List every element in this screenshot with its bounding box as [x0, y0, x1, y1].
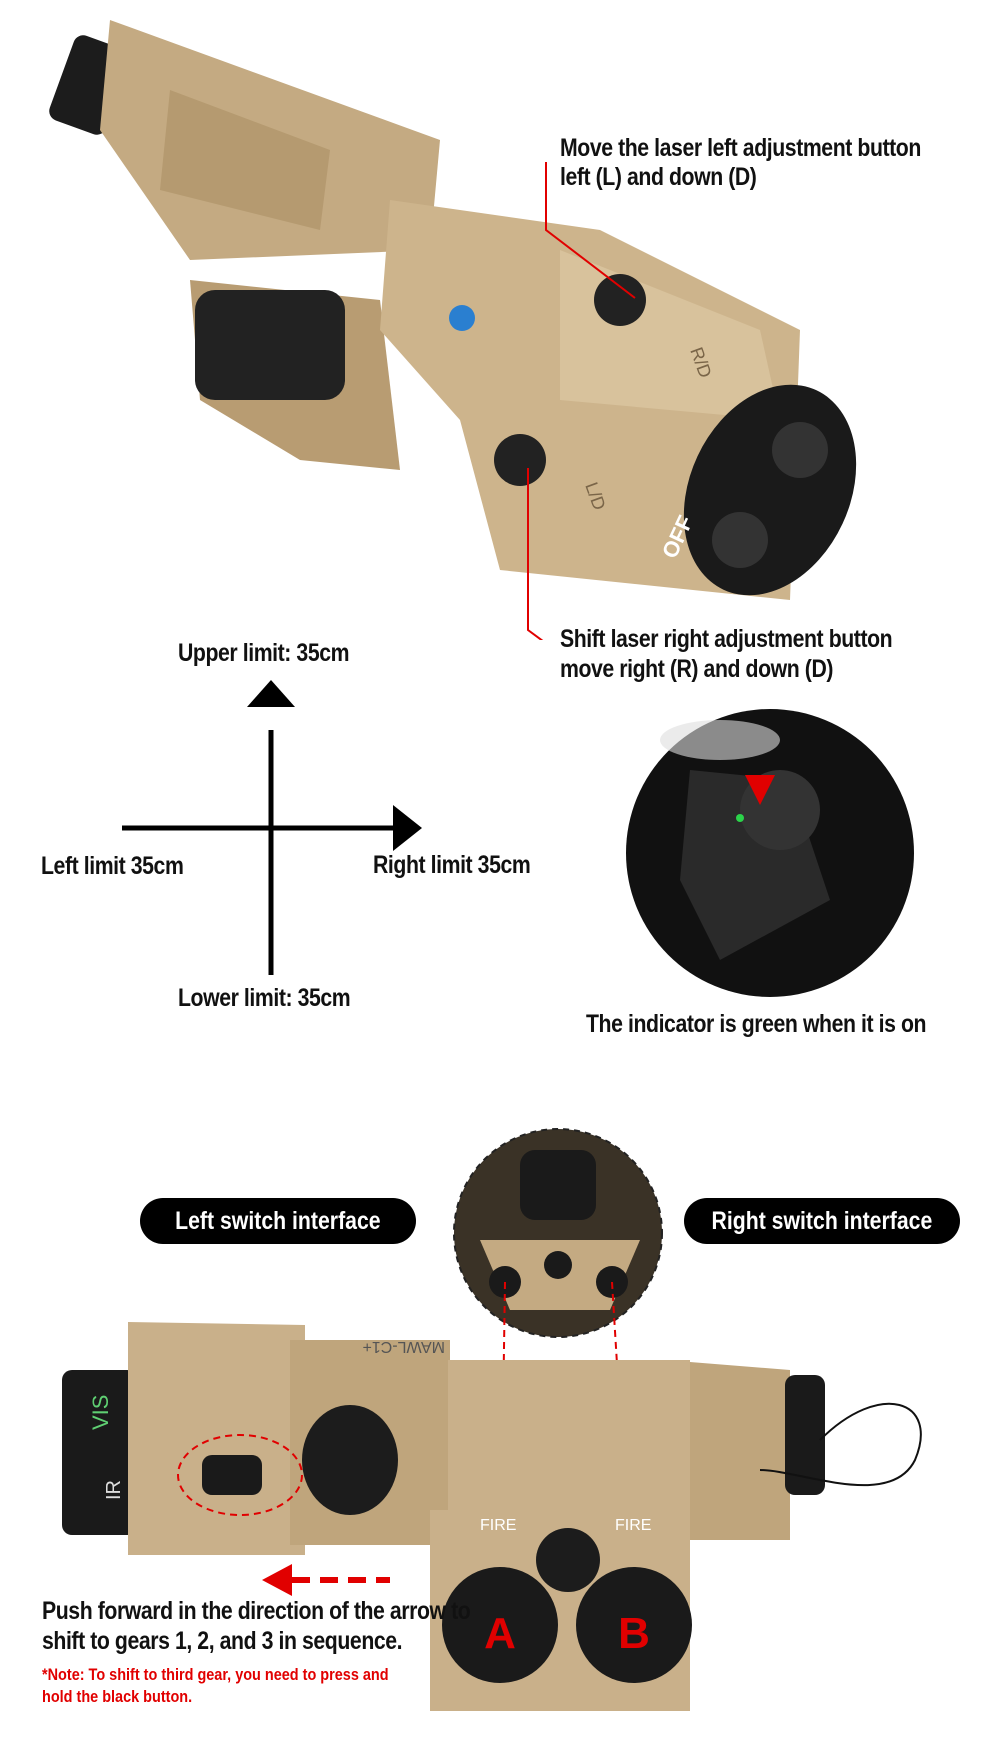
right-limit-label: Right limit 35cm [373, 851, 531, 879]
fire-left-label: FIRE [480, 1517, 516, 1534]
model-label: MAWL-C1+ [362, 1338, 445, 1355]
up-arrow-icon [247, 680, 295, 707]
vis-label: VIS [88, 1395, 113, 1430]
left-button-caption-line1: Move the laser left adjustment button [560, 134, 921, 162]
left-button-caption-line2: left (L) and down (D) [560, 163, 757, 191]
green-indicator-light [736, 814, 744, 822]
left-limit-label: Left limit 35cm [41, 852, 184, 880]
instruction-line2: shift to gears 1, 2, and 3 in sequence. [42, 1627, 403, 1655]
upper-limit-label: Upper limit: 35cm [178, 639, 350, 667]
right-switch-interface-label: Right switch interface [684, 1198, 960, 1244]
push-arrow-icon [262, 1564, 292, 1596]
instruction-line1: Push forward in the direction of the arr… [42, 1597, 471, 1625]
right-button-caption-line1: Shift laser right adjustment button [560, 625, 893, 653]
laser-device-photo: OFF R/D L/D [49, 20, 857, 640]
lower-limit-label: Lower limit: 35cm [178, 984, 351, 1012]
callout-line-left [545, 162, 636, 299]
right-button-caption-line2: move right (R) and down (D) [560, 655, 834, 683]
fire-right-label: FIRE [615, 1517, 651, 1534]
left-switch-interface-label: Left switch interface [140, 1198, 416, 1244]
callout-line-right [527, 468, 544, 640]
red-pointer-icon [745, 775, 775, 805]
button-b-label: B [618, 1609, 650, 1658]
ir-label: IR [103, 1480, 125, 1500]
indicator-photo [626, 709, 914, 997]
note-line1: *Note: To shift to third gear, you need … [42, 1665, 389, 1684]
right-arrow-icon [393, 805, 422, 851]
indicator-caption: The indicator is green when it is on [586, 1010, 927, 1038]
button-a-label: A [484, 1609, 516, 1658]
limits-cross-diagram [122, 680, 422, 975]
note-line2: hold the black button. [42, 1687, 193, 1706]
